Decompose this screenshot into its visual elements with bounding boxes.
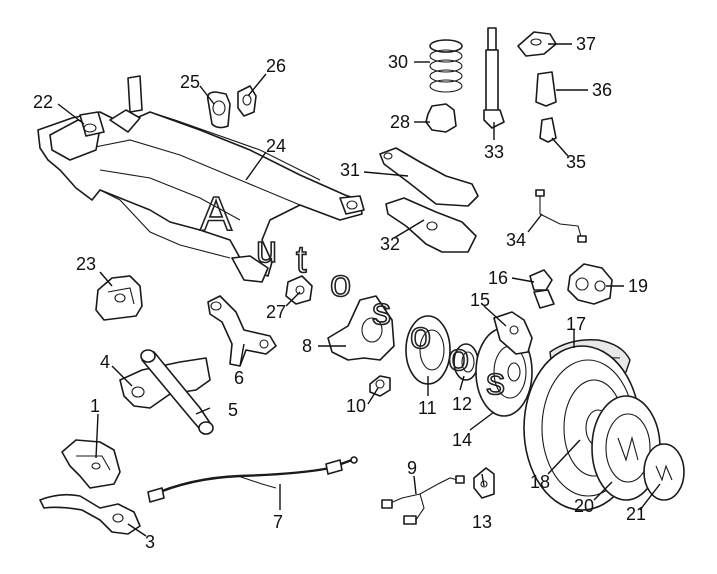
part-shock-33 — [483, 27, 505, 129]
callout-24: 24 — [266, 136, 286, 156]
callout-9: 9 — [407, 458, 417, 478]
part-caliper-15 — [493, 311, 533, 355]
part-bumpstop-36 — [535, 71, 557, 107]
leader-lines — [57, 43, 661, 537]
callout-11: 11 — [418, 398, 437, 418]
watermark-letter: A — [200, 188, 232, 241]
part-numbers: 1 3 4 5 6 7 8 9 10 11 12 13 14 15 16 17 … — [33, 34, 648, 552]
part-backplate-11 — [405, 315, 451, 385]
part-seat-28 — [425, 103, 457, 133]
part-housing-8 — [327, 295, 395, 361]
callout-31: 31 — [340, 160, 360, 180]
callout-10: 10 — [346, 396, 366, 416]
callout-28: 28 — [390, 112, 410, 132]
part-mount-23 — [95, 275, 143, 321]
callout-7: 7 — [273, 512, 283, 532]
callout-4: 4 — [100, 352, 110, 372]
callout-1: 1 — [90, 396, 100, 416]
watermark-letter: u — [256, 229, 277, 271]
watermark-letter: o — [410, 315, 431, 357]
callout-37: 37 — [576, 34, 596, 54]
callout-26: 26 — [266, 56, 286, 76]
callout-5: 5 — [228, 400, 238, 420]
part-link-arm-6 — [207, 295, 277, 367]
part-center-cap-21 — [643, 443, 685, 501]
callout-12: 12 — [452, 394, 472, 414]
part-axle-subframe — [37, 75, 365, 283]
part-rod-5 — [140, 349, 214, 435]
part-spring-30 — [429, 39, 463, 93]
watermark-letter: o — [330, 263, 351, 305]
part-cover-1 — [61, 439, 121, 489]
callout-17: 17 — [566, 314, 586, 334]
callout-16: 16 — [488, 268, 508, 288]
watermark-letter: s — [372, 291, 391, 333]
callout-6: 6 — [234, 368, 244, 388]
watermark-letter: s — [486, 361, 505, 403]
part-lever-3 — [39, 493, 141, 535]
callout-36: 36 — [592, 80, 612, 100]
watermark-letter: t — [296, 239, 307, 281]
callout-34: 34 — [506, 230, 526, 250]
callout-30: 30 — [388, 52, 408, 72]
callout-14: 14 — [452, 430, 472, 450]
part-brake-line-34 — [535, 189, 587, 243]
part-cable-7 — [147, 456, 358, 503]
part-joint-27 — [285, 275, 313, 305]
callout-13: 13 — [472, 512, 492, 532]
callout-23: 23 — [76, 254, 96, 274]
callout-35: 35 — [566, 152, 586, 172]
part-sensor-9 — [381, 475, 465, 525]
callout-25: 25 — [180, 72, 200, 92]
callout-21: 21 — [626, 504, 646, 524]
part-bush-35 — [539, 117, 557, 143]
callout-33: 33 — [484, 142, 504, 162]
part-arm-31 — [379, 147, 479, 207]
callout-20: 20 — [574, 496, 594, 516]
callout-3: 3 — [145, 532, 155, 552]
part-hubcap-20 — [591, 395, 661, 501]
callout-8: 8 — [302, 336, 312, 356]
callout-27: 27 — [266, 302, 286, 322]
part-caliper-19 — [567, 263, 613, 305]
part-fitting-16 — [529, 269, 555, 309]
watermark-letter: o — [448, 337, 469, 379]
part-bushing-26 — [237, 85, 257, 117]
callout-15: 15 — [470, 290, 490, 310]
callout-18: 18 — [530, 472, 550, 492]
part-bush-10 — [369, 375, 391, 397]
callout-22: 22 — [33, 92, 53, 112]
callout-19: 19 — [628, 276, 648, 296]
watermark: A u t o s o o s — [199, 187, 506, 404]
part-arm-32 — [385, 197, 477, 253]
callout-32: 32 — [380, 234, 400, 254]
part-bushing-25 — [206, 91, 231, 129]
